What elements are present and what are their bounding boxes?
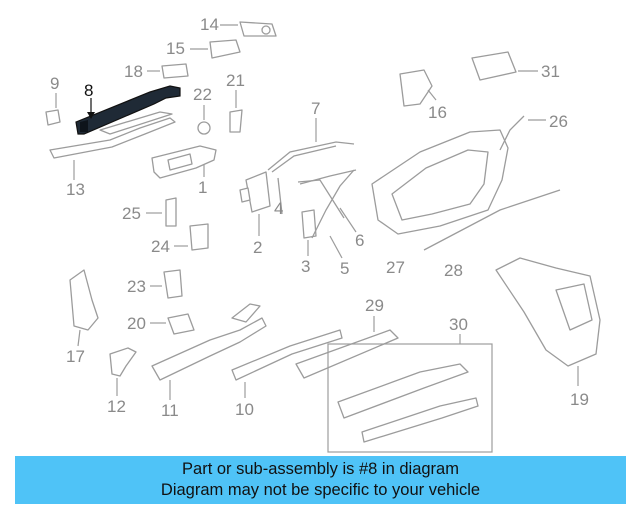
callout-10: 10 <box>235 400 254 419</box>
callout-30: 30 <box>449 315 468 334</box>
part-1-handle[interactable] <box>151 145 217 179</box>
part-26-door-frame[interactable] <box>371 129 509 235</box>
callout-17: 17 <box>66 347 85 366</box>
callout-12: 12 <box>107 397 126 416</box>
part-28-rod[interactable] <box>423 189 561 251</box>
callout-19: 19 <box>570 390 589 409</box>
callout-7: 7 <box>311 99 320 118</box>
part-18[interactable] <box>161 63 189 79</box>
part-13-strip[interactable] <box>49 111 176 159</box>
part-17[interactable] <box>69 269 99 331</box>
callout-25: 25 <box>122 204 141 223</box>
callout-13: 13 <box>66 180 85 199</box>
callout-11: 11 <box>161 401 179 420</box>
callout-3: 3 <box>301 257 310 276</box>
callout-16: 16 <box>428 103 447 122</box>
part-20[interactable] <box>167 313 195 335</box>
callout-31: 31 <box>541 62 560 81</box>
banner-line-1: Part or sub-assembly is #8 in diagram <box>182 460 459 478</box>
part-4-rod[interactable] <box>277 177 283 215</box>
part-31[interactable] <box>471 51 517 81</box>
part-16-hinge[interactable] <box>399 69 433 107</box>
callout-15: 15 <box>166 39 185 58</box>
part-14[interactable] <box>239 21 277 37</box>
callout-21: 21 <box>226 71 245 90</box>
callout-29: 29 <box>365 296 384 315</box>
part-7-rod[interactable] <box>267 141 355 173</box>
part-27-cable[interactable] <box>499 115 525 151</box>
callout-23: 23 <box>127 277 146 296</box>
part-24[interactable] <box>189 223 209 251</box>
part-6-cable[interactable] <box>297 179 345 219</box>
callout-24: 24 <box>151 237 170 256</box>
part-3[interactable] <box>301 209 317 239</box>
part-12[interactable] <box>109 347 137 377</box>
part-10-rail[interactable] <box>231 329 343 381</box>
callout-27: 26 <box>549 112 568 131</box>
part-15[interactable] <box>209 39 241 59</box>
part-8-rail[interactable] <box>75 85 181 135</box>
callout-9: 9 <box>50 74 59 93</box>
callout-4: 4 <box>274 199 283 218</box>
callout-20: 20 <box>127 314 146 333</box>
part-2-lock[interactable] <box>239 171 271 213</box>
callout-14: 14 <box>200 15 219 34</box>
callout-8: 8 <box>84 81 93 100</box>
part-11-bracket[interactable] <box>151 303 267 381</box>
callout-5: 5 <box>340 259 349 278</box>
callout-1: 1 <box>198 178 207 197</box>
banner-line-2: Diagram may not be specific to your vehi… <box>160 481 481 499</box>
part-19-latch[interactable] <box>495 257 601 367</box>
part-25[interactable] <box>165 197 177 227</box>
callout-26: 27 <box>386 258 405 277</box>
part-23[interactable] <box>163 269 183 299</box>
part-30-assembly[interactable] <box>327 343 493 453</box>
part-21[interactable] <box>229 109 243 133</box>
part-22-clip[interactable] <box>197 121 211 135</box>
callout-28: 28 <box>444 261 463 280</box>
callout-22: 22 <box>193 85 212 104</box>
callout-6: 6 <box>355 231 364 250</box>
callout-18: 18 <box>124 62 143 81</box>
info-banner: Part or sub-assembly is #8 in diagram Di… <box>15 456 626 504</box>
part-9[interactable] <box>45 109 61 126</box>
part-29-sill[interactable] <box>295 329 399 379</box>
callout-2: 2 <box>253 238 262 257</box>
